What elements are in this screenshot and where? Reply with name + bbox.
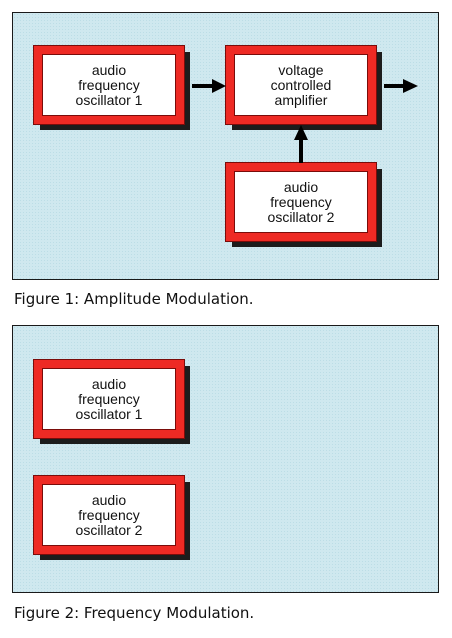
fig1-voltage-controlled-amplifier-box: voltage controlled amplifier [225, 45, 377, 125]
fig2-audio-oscillator-2-label: audio frequency oscillator 2 [75, 491, 143, 538]
fig1-arrowhead-osc2-to-vca [294, 125, 308, 140]
fig1-audio-oscillator-1-label: audio frequency oscillator 1 [75, 61, 143, 108]
fig2-audio-oscillator-1-label: audio frequency oscillator 1 [75, 375, 143, 422]
fig2-audio-oscillator-2-box: audio frequency oscillator 2 [33, 475, 185, 555]
fig1-audio-oscillator-2-box: audio frequency oscillator 2 [225, 162, 377, 242]
fig1-voltage-controlled-amplifier-label: voltage controlled amplifier [270, 61, 332, 108]
fig1-arrowhead-vca-output [403, 79, 418, 93]
fig1-audio-oscillator-2-label: audio frequency oscillator 2 [267, 178, 335, 225]
fig1-arrowhead-osc1-to-vca [212, 79, 226, 93]
figure-2-caption: Figure 2: Frequency Modulation. [14, 604, 255, 622]
fig2-audio-oscillator-1-box: audio frequency oscillator 1 [33, 359, 185, 439]
figure-1-caption: Figure 1: Amplitude Modulation. [14, 290, 254, 308]
fig1-audio-oscillator-1-box: audio frequency oscillator 1 [33, 45, 185, 125]
